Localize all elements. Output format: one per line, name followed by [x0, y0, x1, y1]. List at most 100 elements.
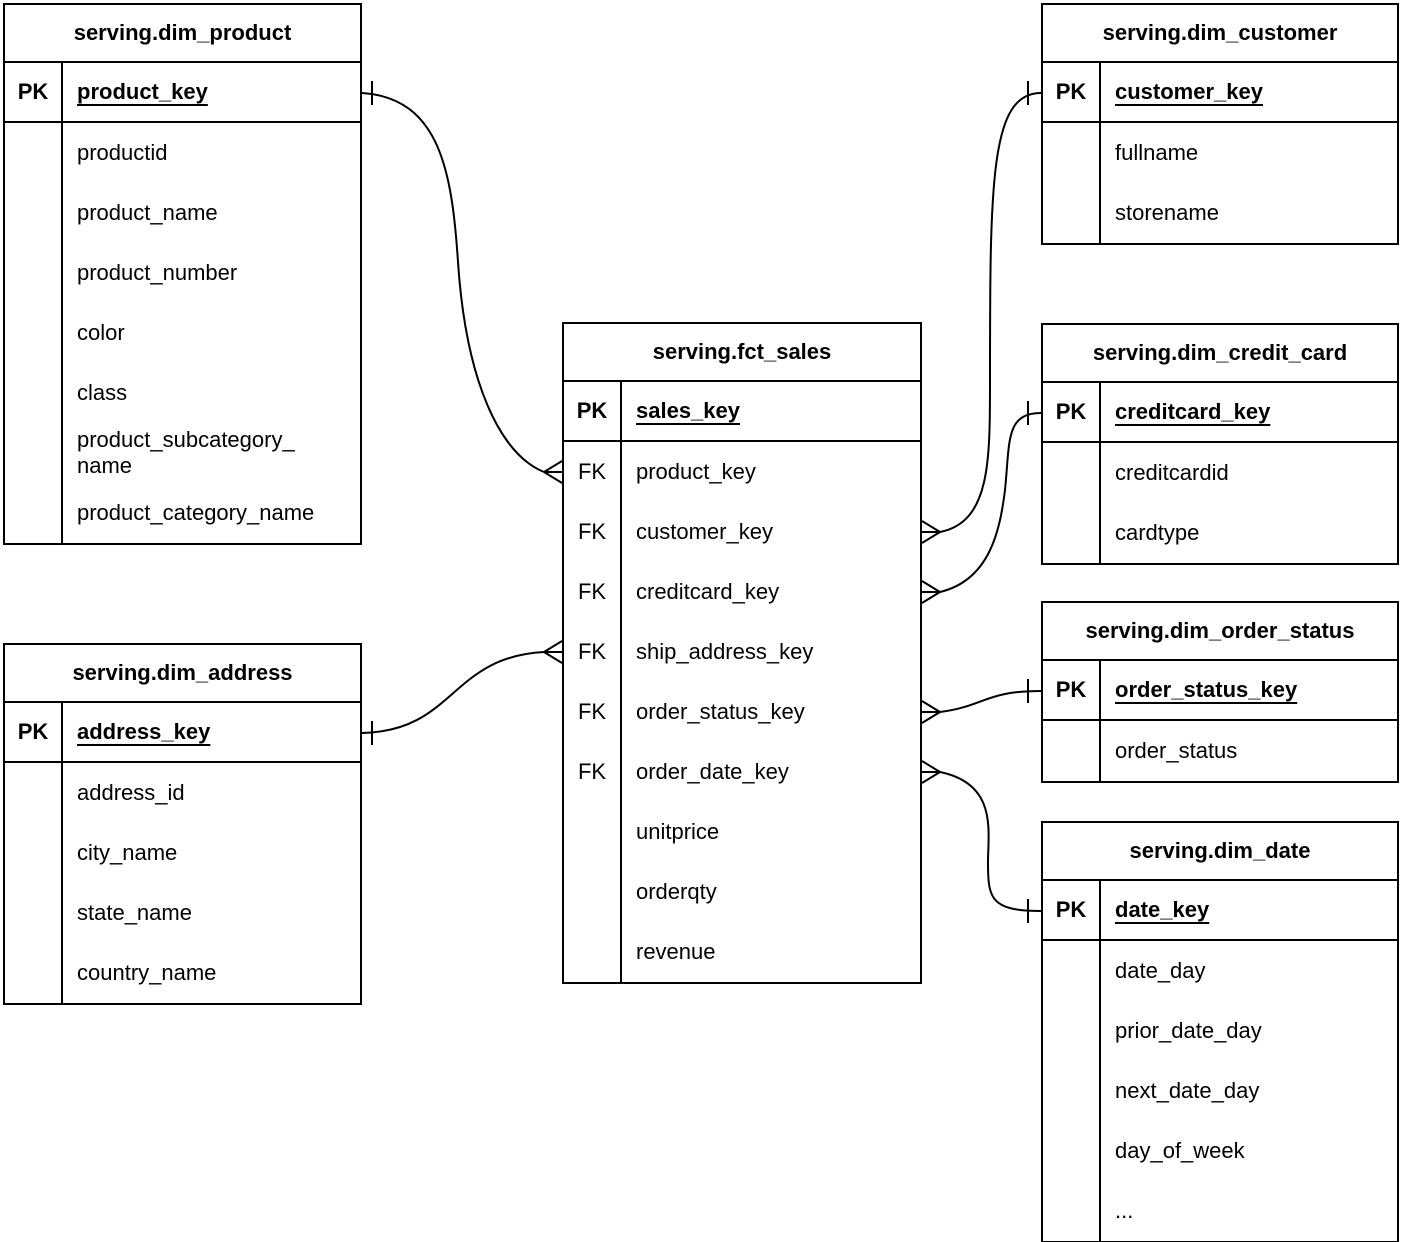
table-row: product_number: [5, 243, 360, 303]
pk-field-name: customer_key: [1115, 79, 1263, 104]
field-name: product_subcategory_ name: [77, 427, 295, 478]
table-row: prior_date_day: [1043, 1001, 1397, 1061]
key-badge: FK: [564, 622, 622, 682]
table-title: serving.dim_credit_card: [1043, 325, 1397, 383]
table-row: FK customer_key: [564, 502, 920, 562]
table-dim-customer: serving.dim_customer PK customer_key ful…: [1041, 3, 1399, 245]
key-badge: FK: [564, 682, 622, 742]
field-name: state_name: [77, 900, 192, 925]
table-dim-credit-card: serving.dim_credit_card PK creditcard_ke…: [1041, 323, 1399, 565]
crow-foot-many-marker: [543, 460, 563, 484]
key-badge: [564, 862, 622, 922]
key-badge: [1043, 1121, 1101, 1181]
crow-foot-many-marker: [921, 580, 941, 604]
field-name: orderqty: [636, 879, 717, 904]
table-dim-product: serving.dim_product PK product_key produ…: [3, 3, 362, 545]
pk-badge: PK: [5, 63, 63, 121]
key-badge: [1043, 1061, 1101, 1121]
key-badge: [5, 243, 63, 303]
table-row: product_category_name: [5, 483, 360, 543]
field-name: order_status_key: [636, 699, 805, 724]
field-name: unitprice: [636, 819, 720, 844]
key-badge: [1043, 503, 1101, 563]
table-row: storename: [1043, 183, 1397, 243]
field-name: prior_date_day: [1115, 1018, 1262, 1043]
key-badge: FK: [564, 442, 622, 502]
field-name: color: [77, 320, 125, 345]
field-name: ...: [1115, 1198, 1134, 1223]
pk-field-name: creditcard_key: [1115, 399, 1271, 424]
field-name: fullname: [1115, 140, 1199, 165]
pk-field-name: date_key: [1115, 897, 1210, 922]
field-name: address_id: [77, 780, 185, 805]
crow-foot-many-marker: [921, 700, 941, 724]
key-badge: [5, 763, 63, 823]
table-dim-address: serving.dim_address PK address_key addre…: [3, 643, 362, 1005]
table-row: fullname: [1043, 123, 1397, 183]
field-name: next_date_day: [1115, 1078, 1260, 1103]
relationship-fct-sales-dim-date: [921, 760, 1042, 923]
key-badge: FK: [564, 742, 622, 802]
key-badge: [5, 943, 63, 1003]
pk-field-name: product_key: [77, 79, 208, 104]
key-badge: [5, 183, 63, 243]
field-name: product_category_name: [77, 500, 315, 525]
relationship-fct-sales-dim-credit-card: [921, 401, 1042, 604]
field-name: city_name: [77, 840, 178, 865]
table-row: orderqty: [564, 862, 920, 922]
relationship-fct-sales-dim-customer: [921, 81, 1042, 544]
table-title: serving.dim_address: [5, 645, 360, 703]
table-row: product_subcategory_ name: [5, 423, 360, 483]
key-badge: [5, 823, 63, 883]
key-badge: [5, 883, 63, 943]
table-row: order_status: [1043, 721, 1397, 781]
pk-badge: PK: [1043, 661, 1101, 719]
key-badge: [5, 423, 63, 483]
relationship-dim-address-fct-sales: [361, 640, 563, 745]
key-badge: [5, 483, 63, 543]
table-pk-row: PK address_key: [5, 703, 360, 763]
pk-badge: PK: [5, 703, 63, 761]
key-badge: [5, 363, 63, 423]
key-badge: [1043, 123, 1101, 183]
table-dim-order-status: serving.dim_order_status PK order_status…: [1041, 601, 1399, 783]
table-row: creditcardid: [1043, 443, 1397, 503]
table-title: serving.dim_customer: [1043, 5, 1397, 63]
crow-foot-many-marker: [921, 520, 941, 544]
field-name: productid: [77, 140, 168, 165]
table-row: country_name: [5, 943, 360, 1003]
key-badge: [564, 802, 622, 862]
key-badge: [1043, 443, 1101, 503]
table-row: unitprice: [564, 802, 920, 862]
table-row: day_of_week: [1043, 1121, 1397, 1181]
field-name: customer_key: [636, 519, 773, 544]
key-badge: [1043, 1001, 1101, 1061]
crow-foot-many-marker: [543, 640, 563, 664]
field-name: creditcardid: [1115, 460, 1229, 485]
field-name: storename: [1115, 200, 1219, 225]
table-row: next_date_day: [1043, 1061, 1397, 1121]
relationship-fct-sales-dim-order-status: [921, 679, 1042, 724]
table-row: class: [5, 363, 360, 423]
field-name: product_name: [77, 200, 218, 225]
field-name: date_day: [1115, 958, 1206, 983]
table-pk-row: PK sales_key: [564, 382, 920, 442]
key-badge: FK: [564, 562, 622, 622]
pk-badge: PK: [1043, 881, 1101, 939]
key-badge: FK: [564, 502, 622, 562]
field-name: class: [77, 380, 128, 405]
key-badge: [5, 123, 63, 183]
pk-field-name: order_status_key: [1115, 677, 1298, 702]
table-row: cardtype: [1043, 503, 1397, 563]
relationship-curve: [939, 92, 1042, 533]
pk-badge: PK: [564, 382, 622, 440]
table-pk-row: PK order_status_key: [1043, 661, 1397, 721]
relationship-curve: [939, 771, 1042, 912]
table-row: state_name: [5, 883, 360, 943]
table-title: serving.dim_order_status: [1043, 603, 1397, 661]
table-title: serving.fct_sales: [564, 324, 920, 382]
